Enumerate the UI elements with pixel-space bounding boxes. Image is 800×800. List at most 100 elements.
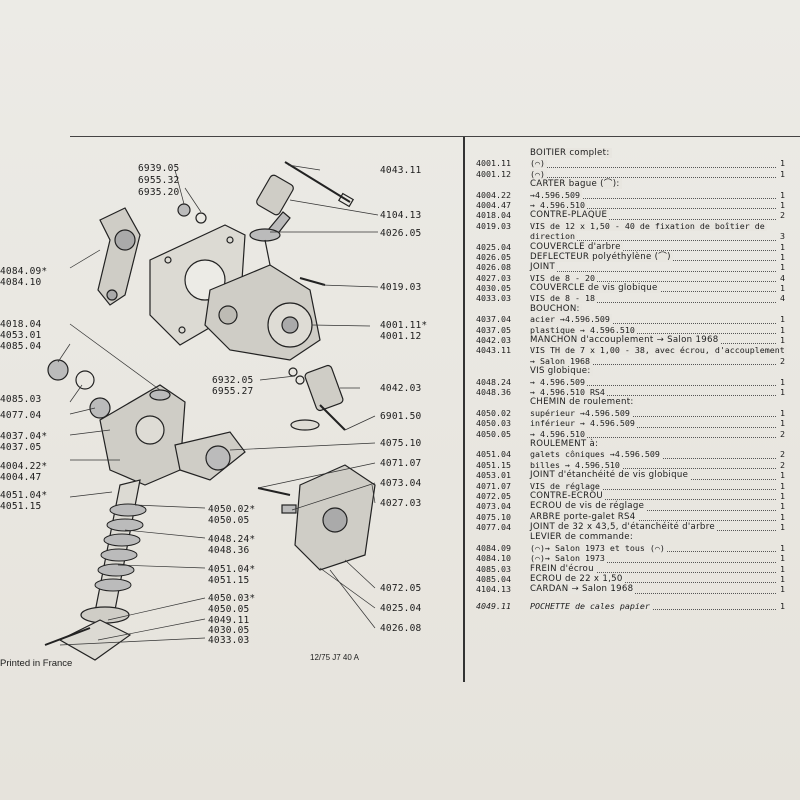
part-description-text: MANCHON d'accouplement → Salon 1968 (530, 335, 721, 346)
part-code: 4048.36 (476, 386, 511, 397)
part-quantity: 1 (780, 542, 785, 553)
part-quantity: 1 (780, 522, 785, 533)
ref-4084-10: 4084.10 (0, 277, 42, 288)
part-description-text: → 4.596.510 (530, 428, 587, 439)
ref-4037-04: 4037.04* (0, 431, 48, 442)
part-description: galets côniques →4.596.509 (530, 449, 662, 460)
part-quantity: 1 (780, 262, 785, 273)
leader-dots (530, 177, 776, 179)
leader-dots (530, 364, 776, 366)
part-description: CHEMIN de roulement: (530, 397, 636, 408)
part-quantity: 1 (780, 574, 785, 585)
part-description-text: VIS globique: (530, 366, 593, 377)
part-description: CARDAN → Salon 1968 (530, 584, 636, 595)
part-description-text: galets côniques →4.596.509 (530, 449, 662, 460)
part-code: 4004.22 (476, 189, 511, 200)
part-description-text: plastique → 4.596.510 (530, 324, 637, 335)
part-description-text: POCHETTE de cales papier (530, 600, 652, 611)
ref-4050-03: 4050.03* (208, 593, 256, 604)
part-description-text: → 4.596.509 (530, 376, 587, 387)
leader-dots (530, 208, 776, 210)
part-code: 4073.04 (476, 501, 511, 512)
ref-6939-05: 6939.05 (138, 163, 180, 174)
part-quantity: 2 (780, 459, 785, 470)
part-description-text: ARBRE porte-galet RS4 (530, 511, 638, 522)
part-description: (⌒)→ Salon 1973 (530, 553, 607, 564)
part-code: 4001.12 (476, 168, 511, 179)
part-description-text: → 4.596.510 (530, 199, 587, 210)
print-code: 12/75 J7 40 A (310, 653, 359, 662)
part-description-text: CARDAN → Salon 1968 (530, 584, 636, 595)
part-quantity: 4 (780, 293, 785, 304)
leader-dots (530, 218, 776, 220)
leader-dots (530, 468, 776, 470)
part-code: 4051.04 (476, 449, 511, 460)
leader-dots (530, 197, 776, 199)
ref-4073-04: 4073.04 (380, 478, 422, 489)
part-description-text: ECROU de 22 x 1,50 (530, 574, 625, 585)
part-quantity: 4 (780, 272, 785, 283)
part-description-text: → 4.596.510 RS4 (530, 386, 607, 397)
part-description: MANCHON d'accouplement → Salon 1968 (530, 335, 721, 346)
leader-dots (530, 436, 776, 438)
part-description-text: ECROU de vis de réglage (530, 501, 647, 512)
parts-row: 4025.04 COUVERCLE d'arbre 1 (470, 241, 790, 252)
leader-dots (530, 426, 776, 428)
part-quantity: 1 (780, 470, 785, 481)
part-code: 4053.01 (476, 470, 511, 481)
ref-4084-09: 4084.09* (0, 266, 48, 277)
leader-dots (530, 561, 776, 563)
part-quantity: 1 (780, 241, 785, 252)
part-description-text: JOINT (530, 262, 558, 273)
part-description: VIS globique: (530, 366, 593, 377)
part-description-text: VIS TH de 7 x 1,00 - 38, avec écrou, d'a… (530, 345, 787, 356)
coupling-sleeve (304, 364, 344, 412)
ref-6932-05: 6932.05 (212, 375, 254, 386)
leader-dots (530, 609, 776, 611)
part-description: CONTRE-PLAQUE (530, 210, 610, 221)
part-quantity: 1 (780, 283, 785, 294)
ref-4051-15-lower: 4051.15 (208, 575, 250, 586)
part-description-text: LEVIER de commande: (530, 532, 636, 543)
part-description: ECROU de vis de réglage (530, 501, 647, 512)
part-description: direction (530, 231, 577, 242)
part-description-text: FREIN d'écrou (530, 563, 596, 574)
part-description: BOUCHON: (530, 303, 582, 314)
leader-dots (530, 281, 776, 283)
part-description: POCHETTE de cales papier (530, 600, 652, 611)
leader-dots (530, 582, 776, 584)
part-quantity: 1 (780, 480, 785, 491)
part-code: 4049.11 (476, 600, 511, 611)
part-code: 4004.47 (476, 199, 511, 210)
ref-4050-02: 4050.02* (208, 504, 256, 515)
part-description-text: (⌒)→ Salon 1973 et tous (⌒) (530, 542, 667, 553)
part-description-text: JOINT d'étanchéité de vis globique (530, 470, 691, 481)
part-description: COUVERCLE d'arbre (530, 241, 623, 252)
exploded-diagram: 6939.05 6955.32 6935.20 4043.11 4104.13 … (0, 140, 463, 680)
part-description: VIS de 8 - 18 (530, 293, 597, 304)
part-quantity: 2 (780, 355, 785, 366)
part-code: 4037.04 (476, 314, 511, 325)
ref-6935-20: 6935.20 (138, 187, 180, 198)
part-quantity: 1 (780, 189, 785, 200)
part-code: 4025.04 (476, 241, 511, 252)
ref-4030-05: 4030.05 (208, 625, 250, 636)
part-quantity: 1 (780, 511, 785, 522)
ref-4050-05-lower: 4050.05 (208, 604, 250, 615)
part-code: 4026.05 (476, 251, 511, 262)
part-quantity: 1 (780, 386, 785, 397)
